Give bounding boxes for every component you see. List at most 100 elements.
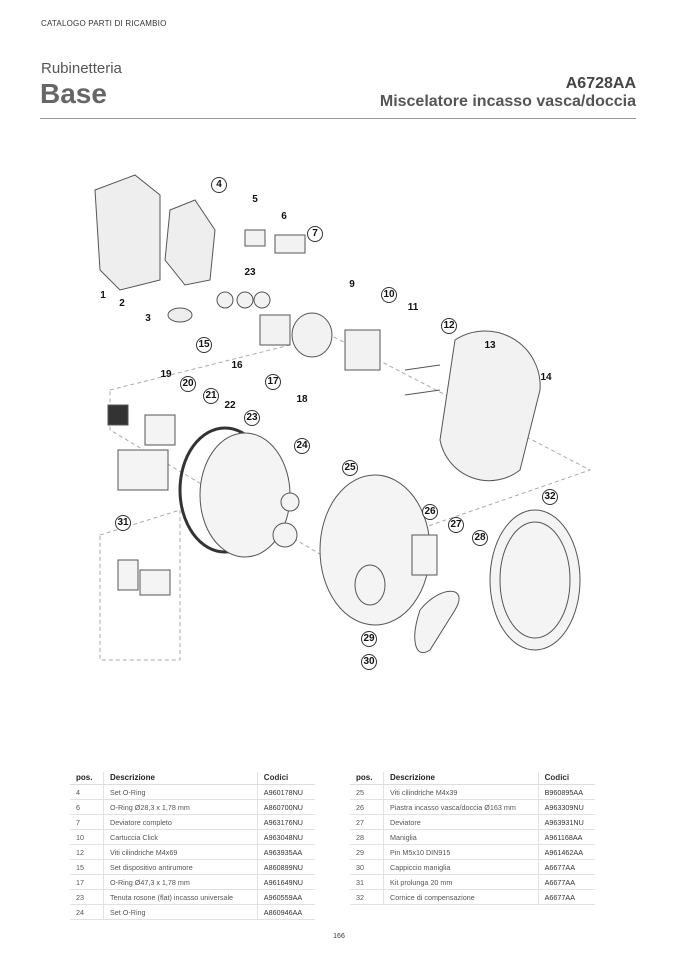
callout: 28	[472, 530, 488, 546]
callout: 31	[115, 515, 131, 531]
callout: 14	[540, 372, 552, 383]
code-cell: A860899NU	[256, 859, 315, 875]
desc-cell: Viti cilindriche M4x39	[383, 784, 539, 800]
code-cell: A860946AA	[256, 904, 315, 920]
pos-cell: 31	[350, 874, 384, 890]
callout: 13	[484, 340, 496, 351]
page-number: 166	[333, 933, 345, 940]
pos-cell: 17	[70, 874, 104, 890]
cartridge-parts	[216, 229, 541, 482]
desc-cell: Kit prolunga 20 mm	[383, 874, 539, 890]
desc-cell: Cappiccio maniglia	[383, 859, 539, 875]
callout: 20	[180, 376, 196, 392]
code-cell: A963931NU	[537, 814, 595, 830]
desc-cell: Set dispositivo antirumore	[103, 859, 258, 875]
code-cell: A6677AA	[537, 889, 595, 905]
code-cell: A963176NU	[256, 814, 315, 830]
pos-cell: 30	[350, 859, 384, 875]
product-model: Miscelatore incasso vasca/doccia	[379, 93, 636, 110]
desc-cell: Set O-Ring	[103, 784, 258, 800]
callout: 18	[296, 394, 308, 405]
callout: 23	[244, 267, 256, 278]
col-code: Codici	[256, 772, 315, 785]
code-cell: A860700NU	[256, 799, 315, 815]
pos-cell: 12	[70, 844, 104, 860]
code-cell: A6677AA	[537, 874, 595, 890]
code-cell: A960178NU	[256, 784, 315, 800]
trim-parts	[107, 404, 581, 653]
callout: 26	[422, 504, 438, 520]
pos-cell: 15	[70, 859, 104, 875]
desc-cell: Cornice di compensazione	[383, 889, 539, 905]
callout: 29	[361, 631, 377, 647]
callout: 12	[441, 318, 457, 334]
pos-cell: 10	[70, 829, 104, 845]
callout: 1	[100, 290, 106, 301]
callout: 25	[342, 460, 358, 476]
callout: 15	[196, 337, 212, 353]
callout: 3	[145, 313, 151, 324]
code-cell: A963935AA	[256, 844, 315, 860]
callout: 10	[381, 287, 397, 303]
header-divider	[40, 118, 636, 119]
callout: 27	[448, 517, 464, 533]
callout: 32	[542, 489, 558, 505]
desc-cell: Set O-Ring	[103, 904, 258, 920]
pos-cell: 7	[70, 814, 104, 830]
col-desc: Descrizione	[103, 772, 258, 785]
category-label: Rubinetteria	[41, 60, 122, 77]
callout: 30	[361, 654, 377, 670]
series-title: Base	[40, 78, 107, 109]
desc-cell: Deviatore	[383, 814, 539, 830]
callout: 6	[281, 211, 287, 222]
code-cell: B960895AA	[537, 784, 595, 800]
callout: 5	[252, 194, 258, 205]
pos-cell: 26	[350, 799, 384, 815]
code-cell: A6677AA	[537, 859, 595, 875]
product-code: A6728AA	[565, 75, 636, 92]
col-desc: Descrizione	[383, 772, 539, 785]
desc-cell: Viti cilindriche M4x69	[103, 844, 258, 860]
desc-cell: Tenuta rosone (flat) incasso universale	[103, 889, 258, 905]
col-code: Codici	[537, 772, 595, 785]
col-pos: pos.	[350, 772, 384, 785]
callout: 7	[307, 226, 323, 242]
callout: 24	[294, 438, 310, 454]
desc-cell: Pin M5x10 DIN915	[383, 844, 539, 860]
code-cell: A961168AA	[537, 829, 595, 845]
pos-cell: 6	[70, 799, 104, 815]
pos-cell: 28	[350, 829, 384, 845]
callout: 19	[160, 369, 172, 380]
callout: 2	[119, 298, 125, 309]
code-cell: A963048NU	[256, 829, 315, 845]
box-body	[94, 174, 216, 323]
callout: 22	[224, 400, 236, 411]
pos-cell: 27	[350, 814, 384, 830]
pos-cell: 32	[350, 889, 384, 905]
code-cell: A960559AA	[256, 889, 315, 905]
callout: 17	[265, 374, 281, 390]
callout: 4	[211, 177, 227, 193]
col-pos: pos.	[70, 772, 104, 785]
desc-cell: O-Ring Ø28,3 x 1,78 mm	[103, 799, 258, 815]
callout: 21	[203, 388, 219, 404]
exploded-diagram	[94, 174, 592, 661]
